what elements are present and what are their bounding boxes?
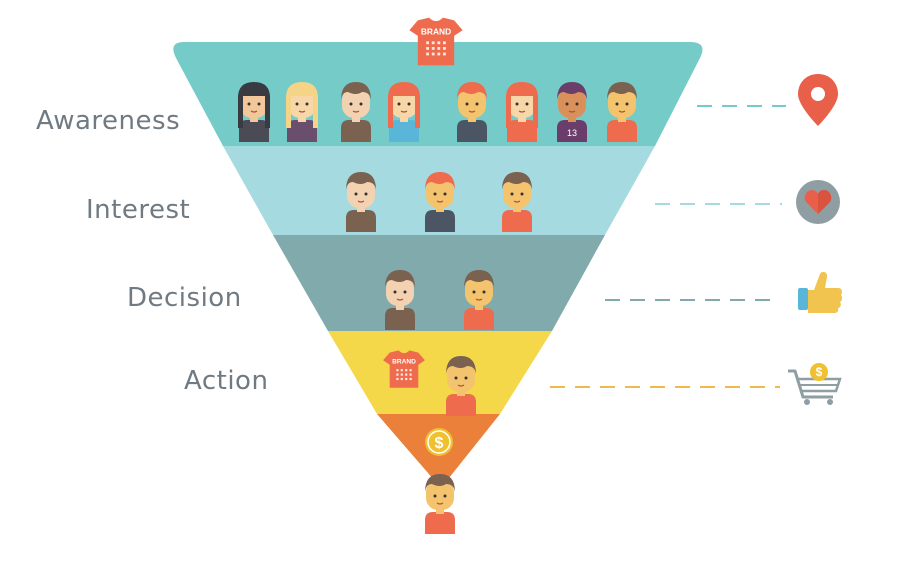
- connector-lines: [550, 105, 786, 388]
- person-avatar: [237, 82, 271, 142]
- people-group: 13: [237, 82, 637, 534]
- person-avatar: [607, 82, 637, 142]
- stage-label-awareness: Awareness: [36, 106, 181, 136]
- brand-shirt-top: BRAND: [409, 17, 463, 66]
- person-avatar: [425, 172, 455, 232]
- person-avatar: [502, 172, 532, 232]
- person-avatar: 13: [557, 82, 587, 142]
- person-avatar: [505, 82, 539, 142]
- shopping-cart-icon: $: [788, 363, 842, 405]
- stage-label-action: Action: [184, 366, 269, 396]
- person-avatar: [425, 474, 455, 534]
- stage-label-interest: Interest: [86, 195, 191, 225]
- person-avatar: [341, 82, 371, 142]
- person-avatar: [446, 356, 476, 416]
- brand-text: BRAND: [392, 359, 416, 366]
- funnel-layer-decision: [273, 235, 605, 331]
- coin-symbol: $: [435, 435, 444, 452]
- person-avatar: [385, 270, 415, 330]
- cart-coin-symbol: $: [816, 365, 823, 379]
- person-avatar: [346, 172, 376, 232]
- person-avatar: [457, 82, 487, 142]
- location-pin-icon: [798, 74, 838, 126]
- jersey-number: 13: [567, 128, 577, 138]
- brand-text: BRAND: [421, 26, 451, 36]
- thumbs-up-icon: [798, 271, 843, 313]
- person-avatar: [387, 82, 421, 142]
- stage-label-decision: Decision: [127, 283, 242, 313]
- person-avatar: [285, 82, 319, 142]
- person-avatar: [464, 270, 494, 330]
- funnel-layer-action: [328, 331, 552, 414]
- heart-icon: [796, 180, 840, 224]
- dollar-coin-icon: $: [425, 428, 453, 456]
- brand-shirt-action: BRAND: [383, 350, 425, 388]
